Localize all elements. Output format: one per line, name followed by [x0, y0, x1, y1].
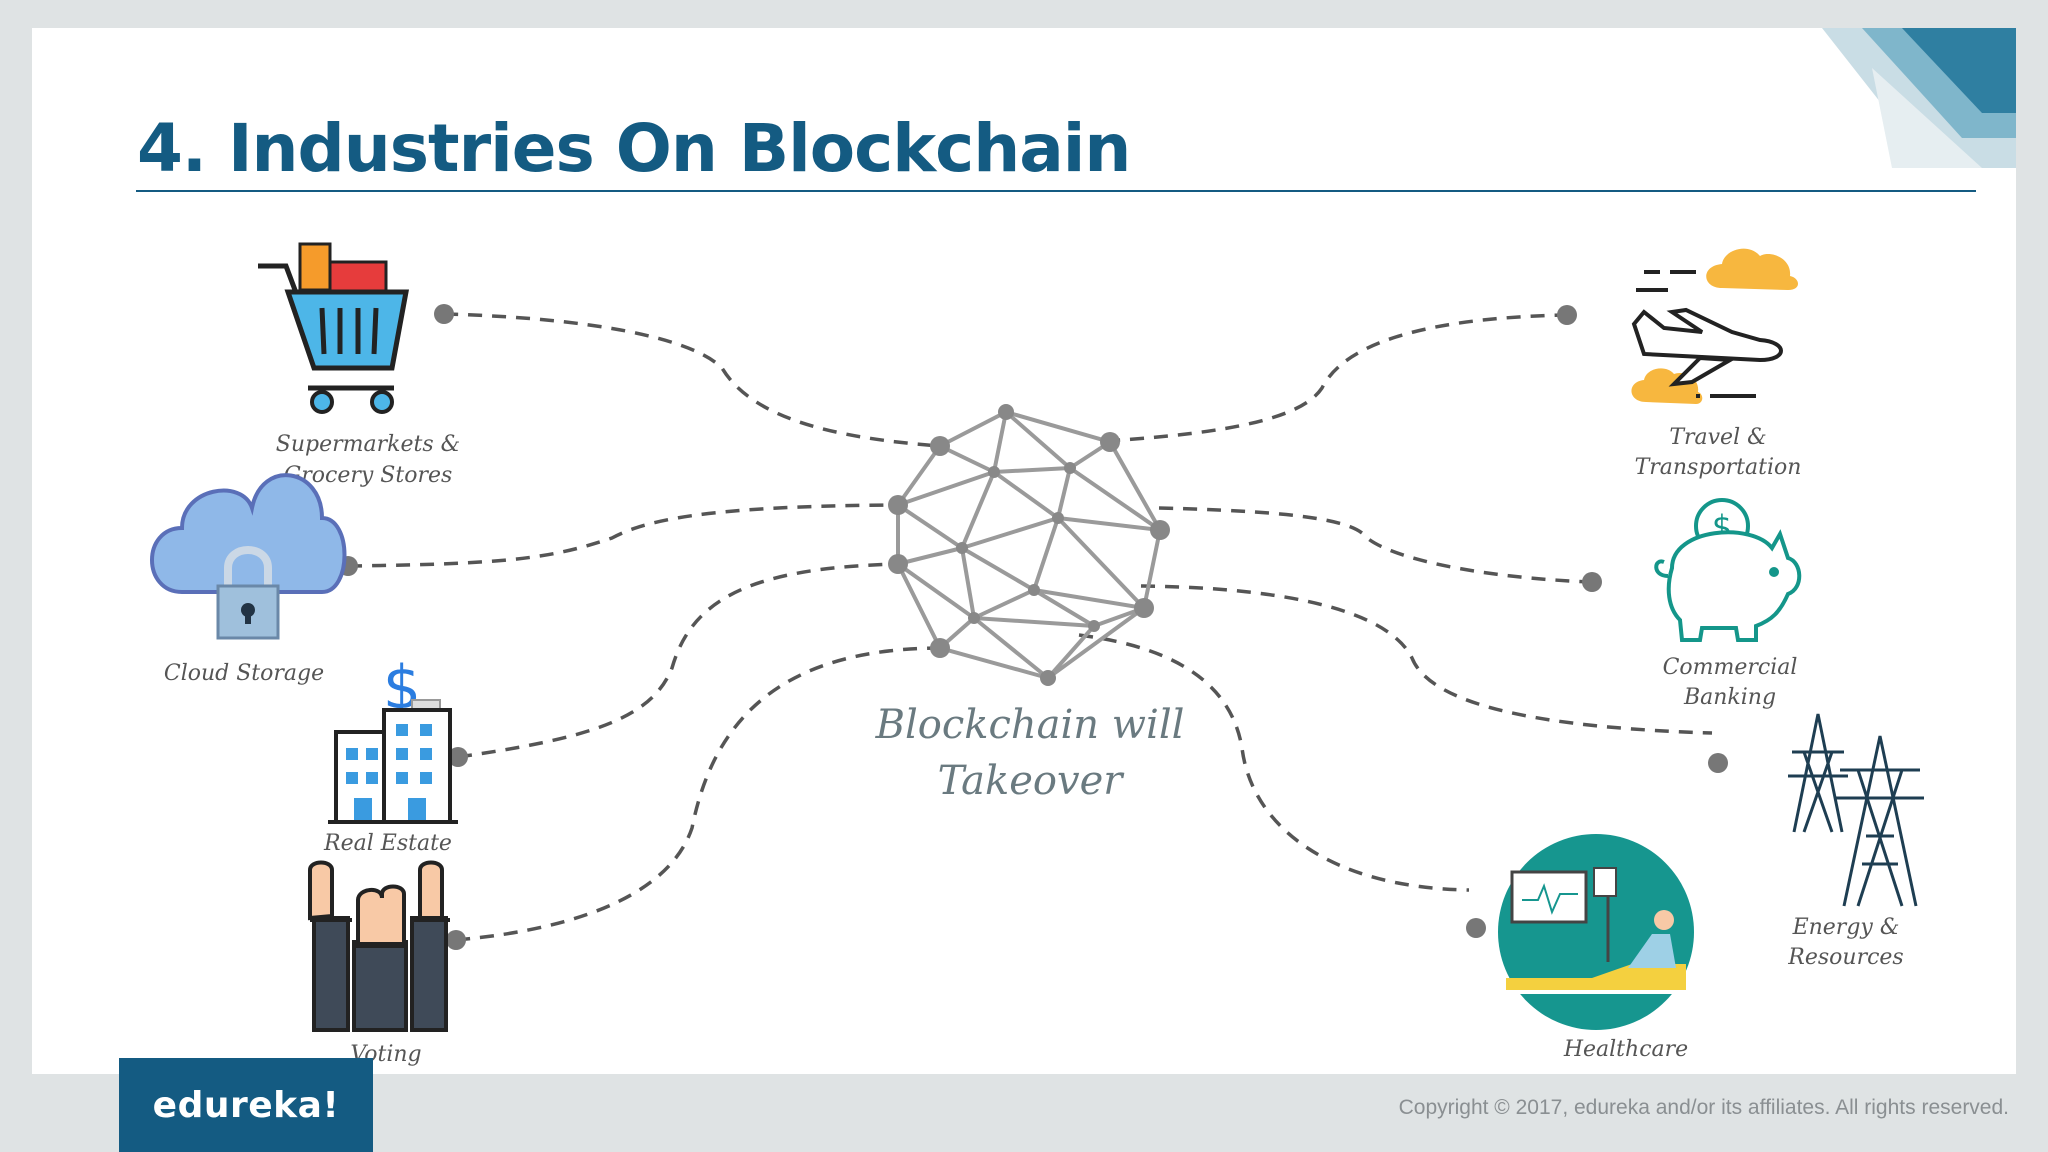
connector-real-estate — [457, 562, 898, 759]
connector-supermarkets — [443, 312, 941, 448]
endpoint-banking — [1582, 572, 1602, 592]
label-energy-line2: Resources — [1787, 945, 1903, 970]
label-supermarkets-line2: Grocery Stores — [284, 463, 453, 488]
raised-hands-icon — [308, 860, 450, 1032]
power-tower-icon — [1788, 713, 1924, 907]
label-travel-line1: Travel & — [1669, 425, 1766, 450]
blockchain-network-icon — [888, 404, 1170, 686]
connector-energy — [1140, 584, 1713, 735]
connector-healthcare — [1078, 633, 1470, 892]
label-energy-line1: Energy & — [1792, 915, 1900, 940]
edureka-logo: edureka! — [119, 1058, 373, 1152]
cloud-lock-icon — [150, 473, 347, 640]
label-banking-line1: Commercial — [1663, 655, 1798, 680]
endpoint-voting — [446, 930, 466, 950]
connector-cloud — [347, 503, 899, 568]
slide: 4. Industries On Blockchain — [32, 28, 2016, 1074]
center-label-line1: Blockchain will — [875, 702, 1185, 748]
connector-travel — [1105, 313, 1568, 443]
building-dollar-icon: $ — [328, 653, 458, 824]
airplane-icon — [1631, 248, 1798, 404]
industries-diagram: Blockchain will Takeover Supermarkets & … — [150, 28, 2016, 1067]
label-travel-line2: Transportation — [1635, 455, 1802, 480]
endpoint-travel — [1557, 305, 1577, 325]
endpoint-healthcare — [1466, 918, 1486, 938]
center-label-line2: Takeover — [938, 758, 1126, 804]
connector-lines — [347, 312, 1713, 942]
corner-decoration — [1822, 28, 2016, 168]
title-underline — [136, 190, 1976, 192]
label-banking-line2: Banking — [1683, 685, 1776, 710]
connector-banking — [1158, 506, 1593, 584]
label-healthcare: Healthcare — [1563, 1037, 1688, 1062]
hospital-bed-icon — [1498, 834, 1694, 1030]
slide-title: 4. Industries On Blockchain — [137, 110, 1131, 187]
label-real-estate: Real Estate — [323, 831, 452, 856]
label-cloud: Cloud Storage — [164, 661, 324, 686]
label-supermarkets-line1: Supermarkets & — [276, 432, 460, 457]
endpoint-real-estate — [448, 747, 468, 767]
connector-endpoints — [338, 304, 1728, 950]
endpoint-energy — [1708, 753, 1728, 773]
shopping-cart-icon — [258, 242, 410, 414]
piggy-bank-icon: $ — [1654, 498, 1802, 642]
connector-voting — [455, 646, 943, 942]
endpoint-supermarkets — [434, 304, 454, 324]
copyright-text: Copyright © 2017, edureka and/or its aff… — [1398, 1096, 2009, 1119]
